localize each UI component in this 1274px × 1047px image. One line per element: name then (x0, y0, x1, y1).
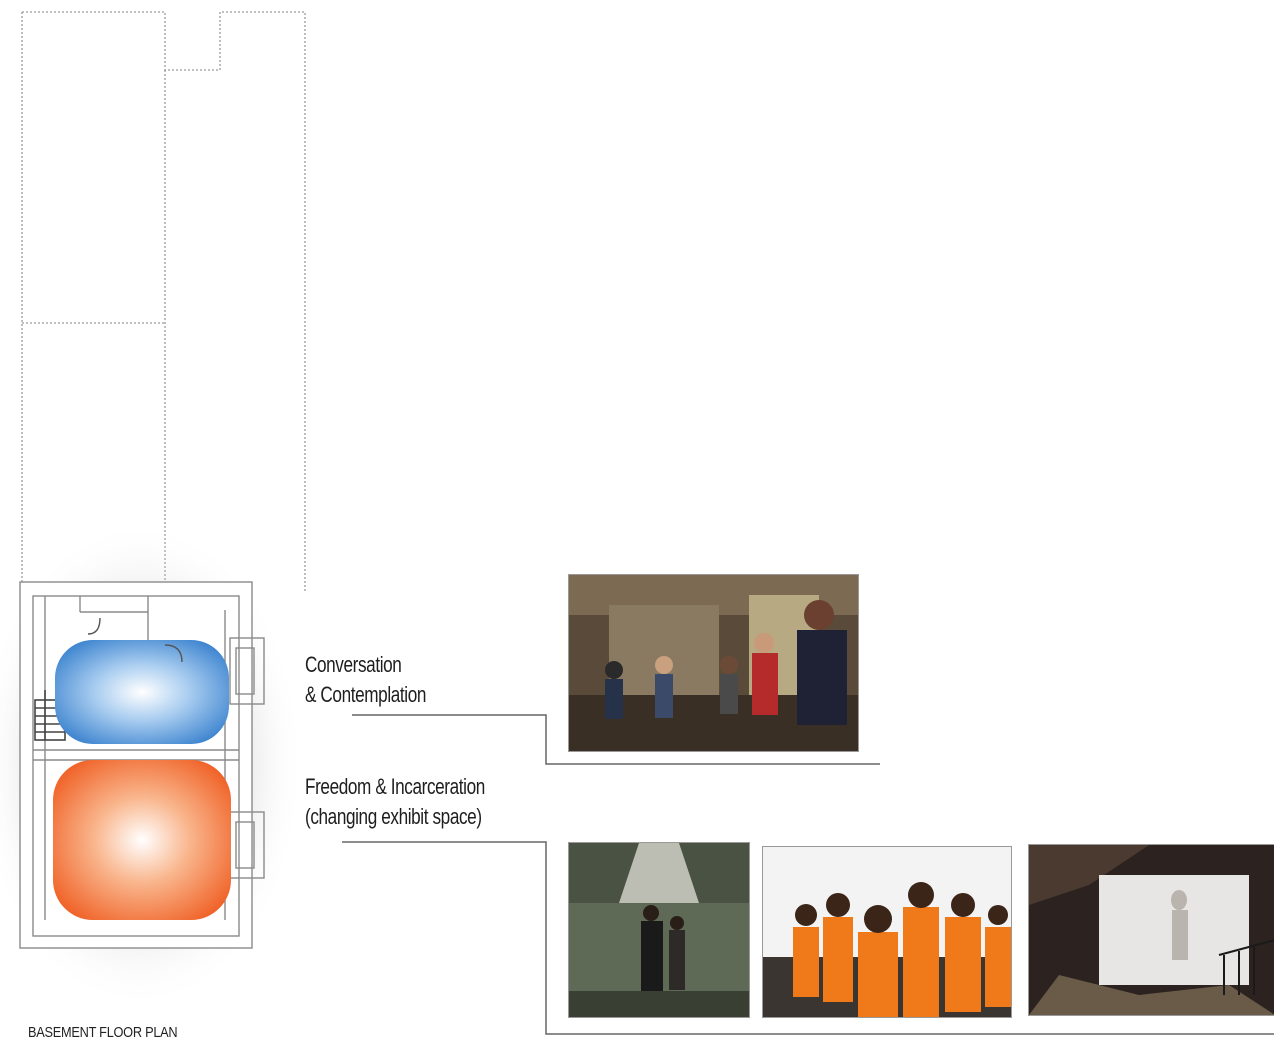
conversation-label-line2: & Contemplation (305, 682, 427, 707)
photo-dark-forest-exhibit (568, 842, 750, 1018)
conversation-contemplation-zone (55, 640, 229, 744)
conversation-label-line1: Conversation (305, 652, 402, 677)
freedom-leader-line (342, 841, 1274, 1035)
photo-circle-discussion (568, 574, 859, 752)
plan-title: BASEMENT FLOOR PLAN (28, 1024, 178, 1041)
conversation-leader-line (352, 714, 880, 765)
freedom-label-line1: Freedom & Incarceration (305, 774, 485, 799)
upper-floor-outline (21, 11, 306, 592)
freedom-incarceration-zone (53, 760, 231, 920)
photo-shadow-projection (1028, 844, 1274, 1016)
conversation-label: Conversation & Contemplation (305, 650, 426, 710)
photo-orange-uniforms (762, 846, 1012, 1018)
freedom-label-line2: (changing exhibit space) (305, 804, 482, 829)
freedom-label: Freedom & Incarceration (changing exhibi… (305, 772, 485, 832)
